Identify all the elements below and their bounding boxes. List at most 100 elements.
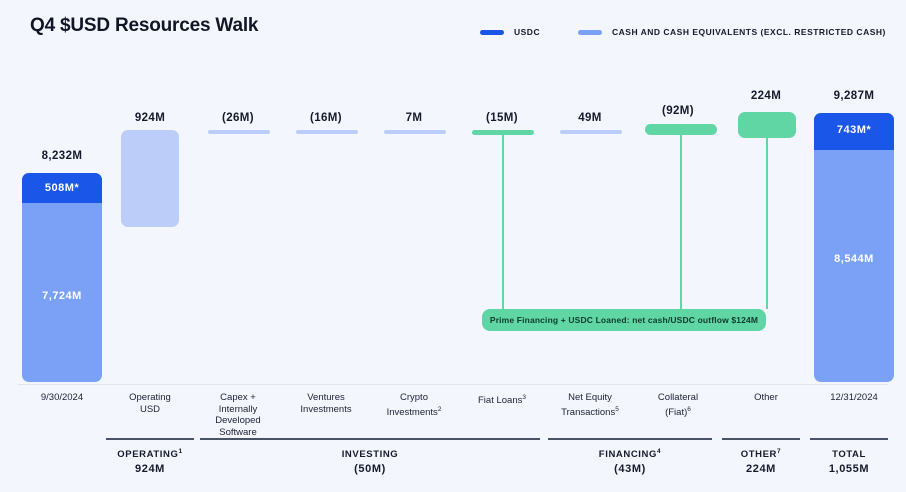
- bar-value-label-operating-usd: 924M: [134, 112, 166, 124]
- axis-label-operating-usd-line1: Operating: [129, 392, 171, 403]
- chart-column-fiat-loans: (15M): [458, 60, 546, 384]
- axis-label-fiat-loans-line1: Fiat Loans: [478, 395, 523, 407]
- axis-label-net-equity-transactions: Net Equity Transactions5: [546, 392, 634, 418]
- axis-label-end-line1: 12/31/2024: [830, 392, 878, 403]
- axis-label-operating-usd-line2: USD: [139, 403, 161, 415]
- legend-item-usdc: USDC: [480, 27, 540, 37]
- group-financing-value: (43M): [614, 463, 646, 476]
- axis-label-collateral-line2: (Fiat): [665, 406, 688, 418]
- group-other-name: OTHER7: [740, 448, 782, 461]
- bar-segment-label-cash-end: 8,544M: [834, 253, 874, 265]
- axis-label-ventures-investments: Ventures Investments: [282, 392, 370, 415]
- bar-start-total[interactable]: 508M* 7,724M: [22, 173, 102, 382]
- callout-connector-other: [766, 137, 768, 309]
- chart-column-start-total: 8,232M 508M* 7,724M: [18, 60, 106, 384]
- group-total-value: 1,055M: [828, 463, 870, 476]
- chart-column-operating-usd: 924M: [106, 60, 194, 384]
- group-total-name: TOTAL: [832, 449, 866, 461]
- group-operating: OPERATING1 924M: [106, 448, 194, 475]
- bar-value-label-other: 224M: [750, 90, 782, 102]
- group-rule-investing: [200, 438, 540, 440]
- chart-axis-line: [18, 384, 888, 385]
- group-operating-sup: 1: [178, 448, 183, 455]
- group-investing: INVESTING (50M): [200, 448, 540, 475]
- legend-swatch-cash-equivalents: [578, 29, 602, 35]
- bar-value-label-fiat-loans: (15M): [485, 112, 519, 124]
- group-rule-financing: [548, 438, 712, 440]
- axis-label-net-equity-transactions-line2: Transactions: [561, 406, 616, 418]
- group-other-value: 224M: [746, 463, 776, 476]
- bar-net-equity-transactions[interactable]: [560, 130, 622, 134]
- bar-total-label-start: 8,232M: [41, 150, 83, 162]
- group-operating-name: OPERATING1: [117, 448, 183, 461]
- axis-label-collateral-sup: 6: [687, 405, 691, 413]
- group-rule-other: [722, 438, 800, 440]
- chart-column-collateral: (92M): [634, 60, 722, 384]
- bar-ventures-investments[interactable]: [296, 130, 358, 134]
- bar-value-label-collateral: (92M): [661, 105, 695, 117]
- axis-label-collateral-line1: Collateral: [657, 392, 699, 403]
- axis-label-crypto-investments-sup: 2: [437, 405, 442, 413]
- axis-label-capex-line1: Capex +: [220, 392, 256, 403]
- axis-label-fiat-loans: Fiat Loans3: [458, 392, 546, 407]
- bar-segment-usdc-end: [814, 113, 894, 150]
- chart-column-end-total: 9,287M 743M* 8,544M: [810, 60, 898, 384]
- callout-connector-collateral: [680, 134, 682, 309]
- legend-label-usdc: USDC: [514, 27, 541, 37]
- group-rule-operating: [106, 438, 194, 440]
- bar-total-label-end: 9,287M: [833, 90, 875, 102]
- group-other: OTHER7 224M: [722, 448, 800, 475]
- chart-column-crypto-investments: 7M: [370, 60, 458, 384]
- group-total: TOTAL 1,055M: [810, 448, 888, 475]
- callout-connector-fiat-loans: [502, 134, 504, 309]
- bar-value-label-capex: (26M): [221, 112, 255, 124]
- bar-segment-usdc-start: [22, 173, 102, 203]
- axis-label-net-equity-transactions-line1: Net Equity: [568, 392, 612, 403]
- group-financing-name: FINANCING4: [598, 448, 662, 461]
- bar-value-label-ventures-investments: (16M): [309, 112, 343, 124]
- axis-label-capex-line2: Internally: [218, 403, 258, 415]
- axis-label-ventures-investments-line2: Investments: [300, 403, 352, 415]
- chart-column-capex: (26M): [194, 60, 282, 384]
- chart-axis-labels: 9/30/2024 Operating USD Capex + Internal…: [0, 386, 906, 438]
- chart-column-net-equity-transactions: 49M: [546, 60, 634, 384]
- legend-swatch-usdc: [480, 29, 504, 35]
- waterfall-chart-plot: 8,232M 508M* 7,724M 924M (26M) (16M) 7M: [0, 60, 906, 385]
- axis-label-capex-line4: Software: [219, 426, 257, 438]
- legend-label-cash-equivalents: CASH AND CASH EQUIVALENTS (EXCL. RESTRIC…: [612, 27, 886, 37]
- page-title: Q4 $USD Resources Walk: [30, 15, 259, 36]
- axis-label-crypto-investments-line2: Investments: [386, 406, 438, 418]
- legend-item-cash-equivalents: CASH AND CASH EQUIVALENTS (EXCL. RESTRIC…: [578, 27, 886, 37]
- axis-label-fiat-loans-sup: 3: [522, 394, 526, 401]
- bar-segment-label-cash-start: 7,724M: [42, 290, 82, 302]
- group-financing: FINANCING4 (43M): [548, 448, 712, 475]
- axis-label-capex-line3: Developed: [215, 415, 261, 426]
- chart-column-ventures-investments: (16M): [282, 60, 370, 384]
- bar-end-total[interactable]: 743M* 8,544M: [814, 113, 894, 382]
- bar-segment-label-usdc-end: 743M*: [836, 124, 872, 136]
- group-other-sup: 7: [777, 448, 782, 455]
- group-financing-sup: 4: [656, 448, 662, 455]
- callout-banner-text: Prime Financing + USDC Loaned: net cash/…: [489, 315, 759, 325]
- bar-fiat-loans[interactable]: [472, 130, 534, 135]
- group-operating-value: 924M: [135, 463, 165, 476]
- bar-segment-label-usdc-start: 508M*: [44, 182, 80, 194]
- chart-column-other: 224M: [722, 60, 810, 384]
- axis-label-crypto-investments-line1: Crypto: [400, 392, 428, 403]
- callout-banner: Prime Financing + USDC Loaned: net cash/…: [482, 309, 766, 331]
- axis-label-other: Other: [722, 392, 810, 404]
- axis-label-net-equity-transactions-sup: 5: [615, 405, 619, 413]
- bar-crypto-investments[interactable]: [384, 130, 446, 134]
- group-investing-name: INVESTING: [341, 449, 399, 461]
- axis-label-start-line1: 9/30/2024: [40, 392, 84, 403]
- bar-collateral[interactable]: [645, 124, 717, 135]
- group-investing-value: (50M): [354, 463, 386, 476]
- axis-label-other-line1: Other: [754, 392, 778, 403]
- bar-operating-usd[interactable]: [121, 130, 179, 227]
- axis-label-start: 9/30/2024: [18, 392, 106, 404]
- group-rule-total: [810, 438, 888, 440]
- bar-other[interactable]: [738, 112, 796, 138]
- axis-label-capex: Capex + Internally Developed Software: [194, 392, 282, 438]
- bar-capex[interactable]: [208, 130, 270, 134]
- axis-label-collateral: Collateral (Fiat)6: [634, 392, 722, 418]
